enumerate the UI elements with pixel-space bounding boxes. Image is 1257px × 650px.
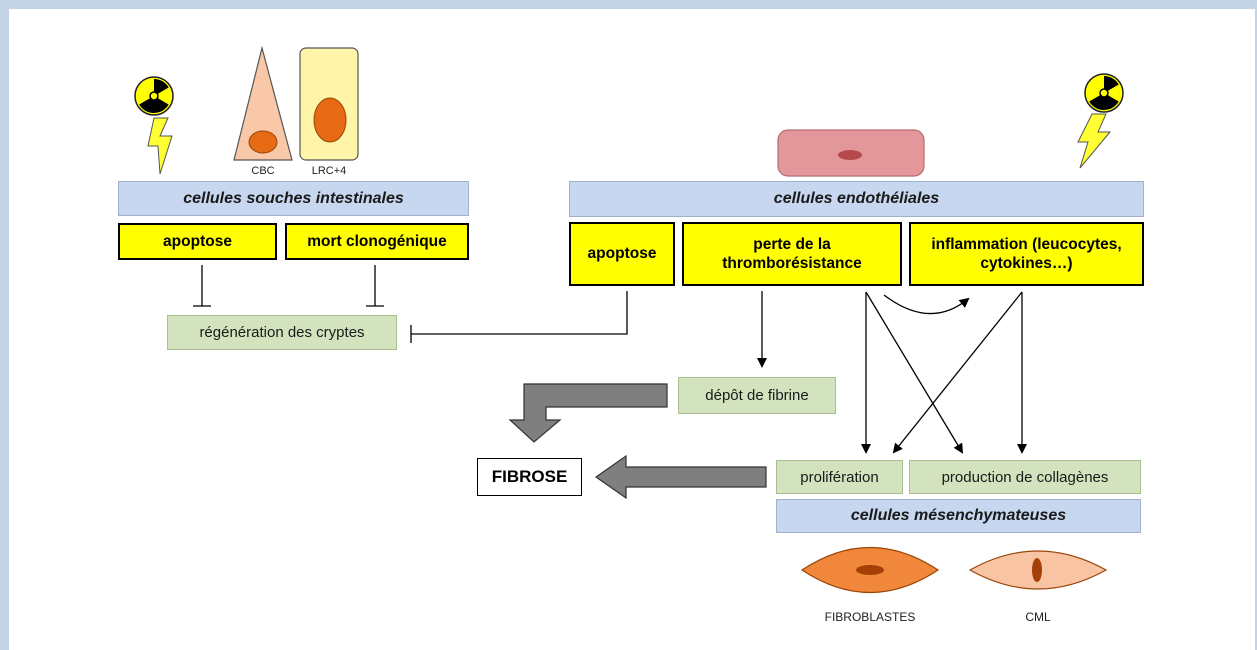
lrc-label: LRC+4 bbox=[311, 165, 347, 177]
thromboresistance-loss-box: perte de la thromborésistance bbox=[682, 222, 902, 286]
fibrosis-box: FIBROSE bbox=[477, 458, 582, 496]
radiation-icon bbox=[134, 76, 174, 116]
lightning-icon bbox=[1077, 113, 1112, 169]
stem-cells-header: cellules souches intestinales bbox=[118, 181, 469, 216]
stem-apoptose-box: apoptose bbox=[118, 223, 277, 260]
inhibition-connectors bbox=[193, 265, 628, 343]
endothelial-nucleus bbox=[838, 150, 862, 160]
crypt-regeneration-box: régénération des cryptes bbox=[167, 315, 397, 350]
fibrin-deposit-box: dépôt de fibrine bbox=[678, 377, 836, 414]
arrow-connectors bbox=[757, 291, 1027, 454]
lrc-nucleus bbox=[313, 97, 347, 143]
collagen-production-box: production de collagènes bbox=[909, 460, 1141, 494]
fibroblast-nucleus bbox=[856, 565, 884, 575]
endothelial-header: cellules endothéliales bbox=[569, 181, 1144, 217]
depot-to-fibrose-arrow bbox=[508, 383, 668, 443]
radiation-icon bbox=[1084, 73, 1124, 113]
cbc-nucleus bbox=[248, 130, 278, 154]
proliferation-box: prolifération bbox=[776, 460, 903, 494]
lightning-icon bbox=[147, 117, 173, 175]
mesenchymal-header: cellules mésenchymateuses bbox=[776, 499, 1141, 533]
mesenchymal-to-fibrose-arrow bbox=[594, 454, 767, 500]
cml-label: CML bbox=[1025, 610, 1051, 624]
inflammation-box: inflammation (leucocytes, cytokines…) bbox=[909, 222, 1144, 286]
clonogenic-death-box: mort clonogénique bbox=[285, 223, 469, 260]
cbc-cell bbox=[233, 45, 293, 161]
cml-nucleus bbox=[1032, 558, 1042, 582]
endothelial-apoptose-box: apoptose bbox=[569, 222, 675, 286]
fibroblasts-label: FIBROBLASTES bbox=[824, 610, 916, 624]
cbc-label: CBC bbox=[251, 165, 275, 177]
